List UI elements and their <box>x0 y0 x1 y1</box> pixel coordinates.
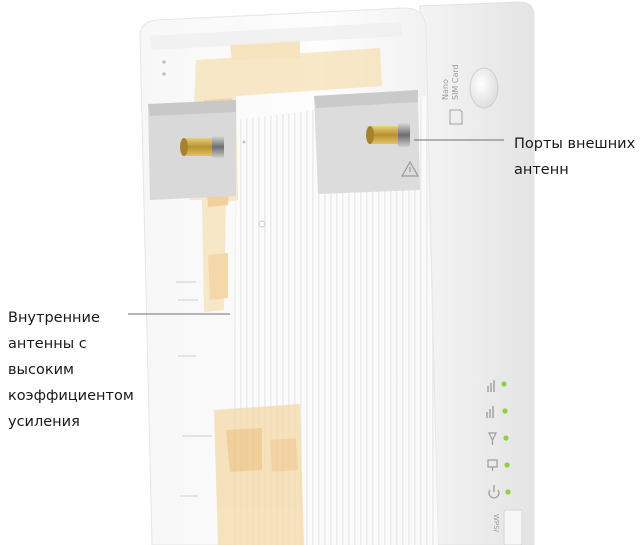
wifi-signal-icon <box>486 406 494 418</box>
callout-line: Порты внешних <box>514 136 636 152</box>
wps-label: WPS/ <box>492 514 500 533</box>
wps-button[interactable] <box>503 509 523 545</box>
status-led <box>501 381 507 387</box>
antenna-icon <box>488 432 497 445</box>
status-led <box>502 408 508 414</box>
callout-line: коэффициентом <box>8 388 134 404</box>
signal-icon <box>487 380 495 392</box>
left-antenna-connector <box>180 136 224 158</box>
status-panel <box>486 380 511 499</box>
svg-text:Nano: Nano <box>441 79 450 100</box>
status-led <box>505 489 511 495</box>
status-led <box>504 462 510 468</box>
callout-line: антенн <box>514 162 569 178</box>
right-antenna-bay <box>314 90 420 194</box>
sim-card-label: Nano SIM Card <box>441 64 460 100</box>
status-led <box>503 435 509 441</box>
svg-text:SIM Card: SIM Card <box>451 64 460 100</box>
body-ticks <box>176 281 212 497</box>
top-shell <box>150 22 402 50</box>
sim-card-icon <box>449 109 463 125</box>
callout-line: антенны с <box>8 336 87 352</box>
sim-button[interactable] <box>469 67 499 109</box>
callout-line: усиления <box>8 414 80 430</box>
right-antenna-connector <box>366 123 410 147</box>
callout-line: Внутренние <box>8 310 100 326</box>
network-icon <box>487 459 498 471</box>
callout-line: высоким <box>8 362 74 378</box>
callout-external-antenna-ports: Порты внешних антенн <box>514 131 635 183</box>
warning-icon <box>400 160 420 177</box>
power-icon <box>488 485 500 499</box>
callout-internal-antennas: Внутренние антенны с высоким коэффициент… <box>8 305 134 435</box>
